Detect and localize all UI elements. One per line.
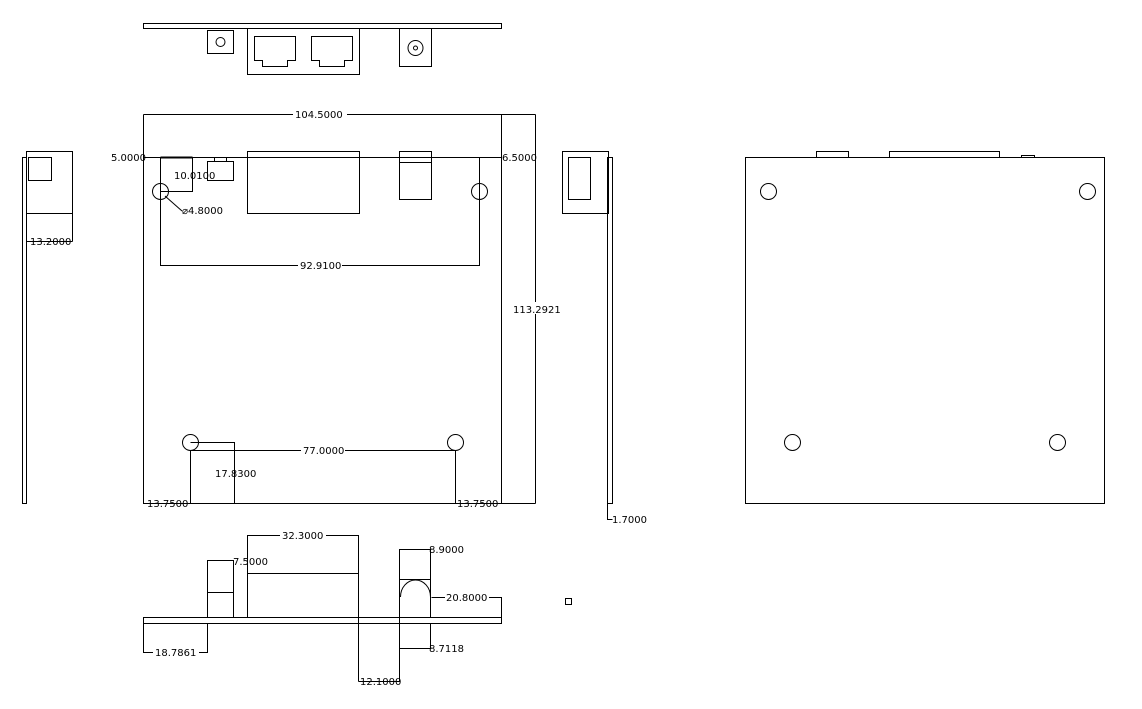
jack-footprint [399, 151, 432, 200]
mounting-hole [447, 434, 464, 451]
dim-hole-offset: 10.0100 [174, 171, 215, 182]
dim-left-part-offset: 18.7861 [155, 648, 196, 659]
dc-jack [399, 28, 432, 67]
rj45-port-2 [311, 36, 353, 67]
dim-bottom-hole-spacing: 77.0000 [303, 446, 344, 457]
dim-top-right: 6.5000 [502, 153, 537, 164]
dc-jack-pin [413, 45, 418, 51]
dim-left-side-depth: 13.2000 [30, 237, 71, 248]
board-outline [143, 157, 502, 504]
dim-top-hole-spacing: 92.9100 [300, 261, 341, 272]
rj45-housing [247, 28, 360, 75]
rj45-footprint [247, 151, 360, 214]
dim-small-part-height: 7.5000 [233, 557, 268, 568]
rear-view [745, 151, 1105, 504]
dim-jack-below: 8.7118 [429, 644, 464, 655]
dim-top-left: 5.0000 [111, 153, 146, 164]
small-button [207, 30, 234, 54]
dim-jack-width: 8.9000 [429, 545, 464, 556]
dim-hole-diameter: ⌀4.8000 [182, 206, 223, 217]
dim-connector-gap: 12.1000 [360, 677, 401, 688]
mounting-hole [471, 183, 488, 200]
right-side-view: 1.7000 [562, 151, 647, 526]
plan-view: 104.5000 113.2921 5.0000 6.5000 10.0100 … [111, 108, 561, 510]
dim-overall-width: 104.5000 [295, 110, 343, 121]
front-elevation-view: 32.3000 7.5000 8.9000 20.8000 18.7861 12… [143, 529, 502, 688]
mounting-hole [152, 183, 169, 200]
dim-bottom-hole-rise: 17.8300 [215, 469, 256, 480]
rj45-port-1 [254, 36, 296, 67]
dim-bottom-right: 13.7500 [457, 499, 498, 510]
dim-board-thickness: 1.7000 [612, 515, 647, 526]
top-connector-view [143, 23, 502, 75]
dim-overall-height: 113.2921 [513, 305, 561, 316]
dim-connector-width: 32.3000 [282, 531, 323, 542]
dim-jack-height: 20.8000 [446, 593, 487, 604]
dc-jack-outer [407, 40, 424, 56]
button-circle [215, 37, 226, 47]
dim-bottom-left: 13.7500 [147, 499, 188, 510]
panel-edge [143, 23, 502, 29]
left-side-view: 13.2000 [22, 151, 73, 504]
snap-marker [565, 598, 572, 605]
